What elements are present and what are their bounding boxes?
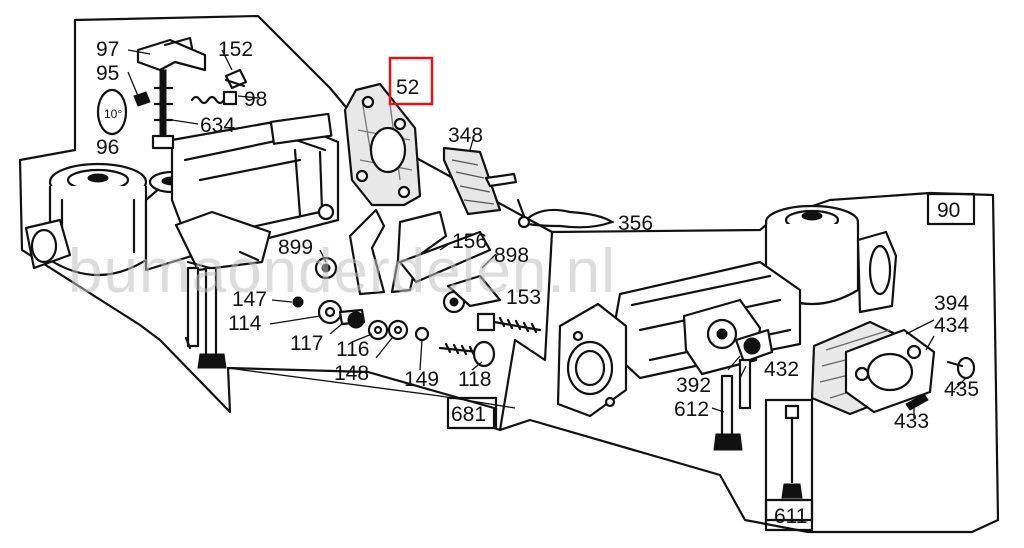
dial-96: 10° — [96, 88, 128, 136]
label-97: 97 — [96, 38, 119, 61]
part-labels: 97 95 152 98 634 96 52 348 356 90 899 15… — [96, 38, 979, 528]
label-434: 434 — [934, 314, 969, 337]
small-parts-row — [292, 296, 496, 368]
screw-95 — [133, 91, 151, 107]
spring-98 — [190, 90, 238, 106]
group-box-90 — [926, 192, 976, 226]
label-356: 356 — [618, 212, 653, 235]
label-148: 148 — [334, 362, 369, 385]
dial-text: 10° — [104, 107, 122, 121]
highlight-box-52 — [388, 56, 434, 106]
label-392: 392 — [676, 374, 711, 397]
bracket-97 — [136, 36, 207, 150]
label-634: 634 — [200, 114, 235, 137]
label-95: 95 — [96, 62, 119, 85]
group-box-611 — [764, 498, 814, 532]
label-90: 90 — [937, 199, 960, 222]
label-898: 898 — [494, 244, 529, 267]
screw-153 — [476, 312, 542, 334]
gasket-52 — [343, 82, 422, 207]
screw-152 — [224, 68, 248, 90]
lever-156 — [348, 208, 502, 314]
leader-lines — [127, 49, 967, 418]
label-96: 96 — [96, 136, 119, 159]
diaphragm-394 — [810, 320, 936, 416]
pin-433 — [905, 393, 929, 411]
label-681: 681 — [451, 403, 486, 426]
screw-435 — [946, 356, 976, 380]
needle-611 — [764, 398, 814, 522]
carburetor-body-right — [556, 204, 898, 451]
label-433: 433 — [894, 410, 929, 433]
label-114: 114 — [228, 312, 262, 335]
label-52: 52 — [396, 76, 419, 99]
label-98: 98 — [244, 88, 267, 111]
label-394: 394 — [934, 292, 969, 315]
watermark-text: bumaonderdelen.nl — [68, 237, 616, 306]
left-base-line — [227, 367, 516, 409]
carburetor-body-left — [24, 112, 340, 369]
label-348: 348 — [448, 124, 483, 147]
label-116: 116 — [336, 338, 369, 361]
label-156: 156 — [452, 230, 487, 253]
label-118: 118 — [458, 368, 491, 391]
label-149: 149 — [404, 368, 439, 391]
group-box-681 — [446, 396, 498, 430]
label-153: 153 — [506, 286, 541, 309]
label-435: 435 — [944, 378, 979, 401]
label-611: 611 — [774, 505, 807, 528]
label-432: 432 — [764, 358, 799, 381]
label-147: 147 — [232, 288, 267, 311]
screw-899 — [314, 256, 338, 280]
link-356 — [516, 198, 614, 229]
label-612: 612 — [674, 398, 709, 421]
label-899: 899 — [278, 236, 313, 259]
label-117: 117 — [290, 332, 323, 355]
label-152: 152 — [218, 38, 253, 61]
plate-348 — [442, 146, 518, 216]
